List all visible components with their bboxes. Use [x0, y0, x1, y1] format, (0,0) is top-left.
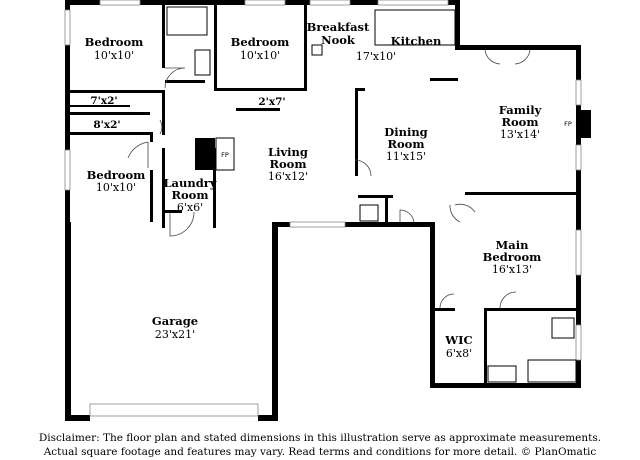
room-bedroom-w: Bedroom 10'x10' — [87, 168, 146, 194]
room-name-line1: Family — [499, 103, 542, 117]
room-dining: Dining Room 11'x15' — [384, 125, 427, 163]
room-dimensions: 16'x12' — [268, 170, 308, 183]
room-name: Garage — [152, 314, 198, 328]
room-name: Bedroom — [231, 35, 290, 49]
bath-vanity-icon — [487, 365, 517, 383]
fireplace-family: FP — [564, 120, 572, 128]
closet-n-dimensions: 2'x7' — [258, 96, 285, 108]
exterior-walls — [65, 0, 591, 421]
fp-label: FP — [564, 120, 572, 128]
closet-w-dimensions: 8'x2' — [93, 119, 120, 131]
water-heater-icon — [359, 204, 379, 222]
fp-label: FP — [221, 151, 229, 159]
room-main-bedroom: Main Bedroom 16'x13' — [483, 238, 542, 276]
room-name-line2: Room — [387, 137, 424, 151]
breakfast-table-icon — [311, 44, 323, 56]
room-laundry: Laundry Room 6'x6' — [163, 176, 216, 214]
bathtub-icon — [166, 6, 208, 36]
room-dimensions: 11'x15' — [386, 150, 426, 163]
room-dimensions: 23'x21' — [155, 328, 195, 341]
room-name-line2: Room — [269, 157, 306, 171]
disclaimer-line-2: Actual square footage and features may v… — [43, 446, 597, 458]
floor-plan: FP FP Bedroom 10'x10' Bedroom 10'x10' Be… — [64, 0, 591, 421]
room-dimensions: 6'x6' — [177, 201, 203, 214]
room-dimensions: 6'x8' — [446, 347, 472, 360]
room-name-line1: Main — [496, 238, 530, 252]
room-dimensions: 10'x10' — [94, 49, 134, 62]
room-name-line2: Nook — [321, 33, 356, 47]
kitchen-counter-icon — [374, 9, 456, 46]
shower-icon — [527, 359, 577, 383]
room-dimensions: 17'x10' — [356, 50, 396, 63]
room-name-line2: Room — [171, 188, 208, 202]
fixtures — [166, 6, 577, 383]
room-dimensions: 16'x13' — [492, 263, 532, 276]
room-bedroom-n: Bedroom 10'x10' — [231, 35, 290, 62]
fireplace-living: FP — [215, 137, 235, 171]
windows — [64, 0, 582, 417]
disclaimer: Disclaimer: The floor plan and stated di… — [0, 431, 640, 459]
room-name-line1: Living — [268, 145, 308, 159]
room-dimensions: 10'x10' — [240, 49, 280, 62]
interior-walls — [65, 0, 581, 386]
room-name: WIC — [444, 333, 472, 347]
room-name: Bedroom — [87, 168, 146, 182]
room-garage: Garage 23'x21' — [152, 314, 198, 341]
room-name: Kitchen — [391, 34, 442, 48]
room-name-line1: Laundry — [163, 176, 216, 190]
disclaimer-line-1: Disclaimer: The floor plan and stated di… — [38, 432, 602, 444]
room-bedroom-nw: Bedroom 10'x10' — [85, 35, 144, 62]
toilet-icon — [551, 317, 575, 339]
room-living: Living Room 16'x12' — [268, 145, 308, 183]
room-name: Bedroom — [85, 35, 144, 49]
room-dimensions: 13'x14' — [500, 128, 540, 141]
room-name-line2: Room — [501, 115, 538, 129]
closet-nw-dimensions: 7'x2' — [90, 95, 117, 107]
room-name-line1: Dining — [384, 125, 427, 139]
room-name-line2: Bedroom — [483, 250, 542, 264]
room-name-line1: Breakfast — [307, 20, 370, 34]
room-breakfast-nook: Breakfast Nook — [307, 20, 370, 47]
doors — [127, 49, 531, 309]
room-dimensions: 10'x10' — [96, 181, 136, 194]
room-family: Family Room 13'x14' — [499, 103, 542, 141]
room-wic: WIC 6'x8' — [444, 333, 472, 360]
room-kitchen: Kitchen 17'x10' — [356, 34, 442, 63]
bath-vanity-icon — [194, 49, 211, 76]
